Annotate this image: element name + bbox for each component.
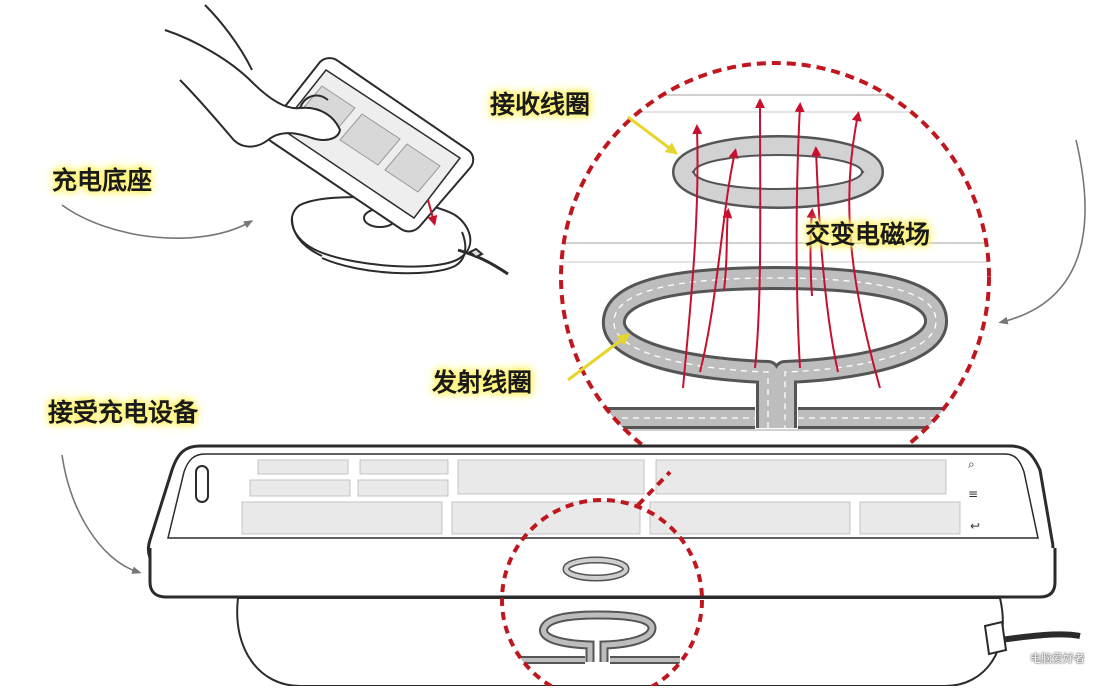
charging-base-illustration — [164, 4, 509, 276]
svg-text:↩: ↩ — [970, 519, 980, 533]
pointer-arrow-device — [61, 454, 142, 574]
watermark: 电脑爱好者 — [1030, 652, 1085, 665]
earpiece — [195, 465, 209, 503]
label-receiving-coil: 接收线圈 — [490, 90, 591, 119]
label-leaders — [567, 115, 678, 382]
charging-cable — [457, 248, 509, 276]
label-receiving-device: 接受充电设备 — [48, 398, 199, 427]
small-zoom-detail — [500, 470, 704, 690]
phone-small — [264, 57, 475, 233]
zoom-detail — [559, 61, 991, 493]
small-zoom-circle — [500, 498, 704, 690]
label-alternating-field: 交变电磁场 — [805, 220, 931, 249]
label-charging-base: 充电底座 — [52, 166, 153, 195]
magnetic-field-lines — [682, 98, 881, 389]
svg-text:⌕: ⌕ — [968, 457, 975, 471]
pointer-arrow-base — [61, 204, 254, 239]
label-transmitting-coil: 发射线圈 — [432, 368, 533, 397]
device-screen-tiles — [241, 459, 961, 535]
zoom-connector — [636, 470, 672, 507]
svg-text:≡: ≡ — [968, 487, 978, 501]
receiving-device-phone: ⌕ ≡ ↩ — [146, 444, 1057, 599]
pointer-arrow-zoom — [998, 139, 1086, 325]
pointer-arrows — [61, 139, 1086, 574]
hand — [164, 29, 342, 148]
charging-pad — [236, 597, 1081, 687]
